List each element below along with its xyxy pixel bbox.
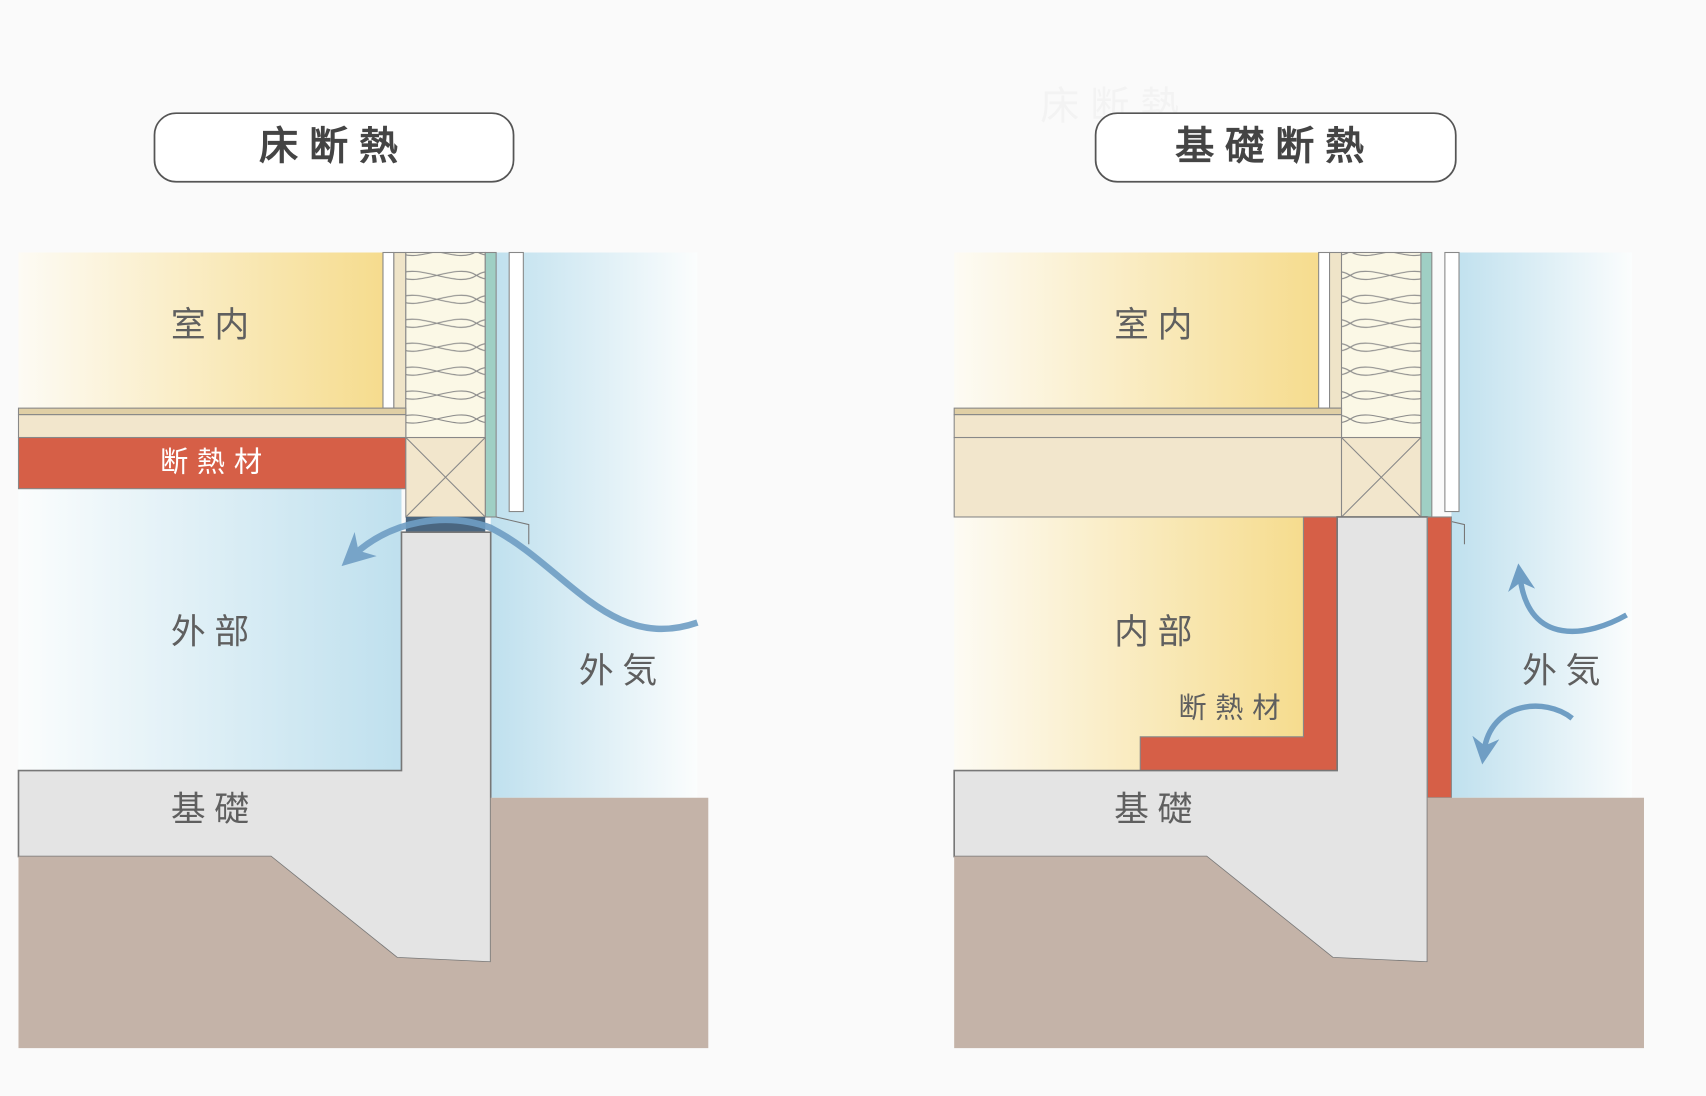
airflow-arrow-icon [341,516,699,632]
indoor-label: 室内 [1114,306,1201,346]
foundation [17,531,492,963]
airflow-arrow-icon [1472,703,1574,765]
sill-beam [405,436,486,518]
panel-title: 基礎断熱 [1175,125,1375,170]
panel-title: 床断熱 [259,125,409,170]
title-box [153,112,515,183]
siding [1444,251,1460,513]
airflow-arrow-icon [1508,563,1628,635]
underfloor-area [18,488,402,771]
floor-insulation [17,436,407,490]
outside-air-area [490,252,698,798]
ground [954,797,1644,1049]
outer-foundation-insulation [1426,516,1452,799]
foundation-label: 基礎 [1114,790,1201,830]
indoor-label: 室内 [171,306,258,346]
outside-air-area [1451,252,1633,798]
indoor-area [954,252,1319,409]
outside-air-label: 外気 [1522,652,1609,692]
wall-insulation [1340,251,1422,439]
underfloor-label: 外部 [171,612,258,652]
outside-air-label: 外気 [579,652,666,692]
underfloor-area [954,516,1304,771]
insulation-label: 断熱材 [160,446,271,479]
wall-insulation [405,251,486,439]
foundation-insulation-panel: 基礎断熱 室内 内部 断熱材 外気 基礎 [953,112,1644,1049]
insulation-label: 断熱材 [1178,692,1289,725]
ground [18,797,709,1049]
siding [508,251,524,513]
title-box [1094,112,1457,183]
sill-beam [1340,436,1422,518]
underfloor-label: 内部 [1114,612,1201,652]
floor-insulation-panel: 床断熱 室内 断熱材 外部 外気 基礎 [17,112,709,1049]
indoor-area [18,252,383,409]
foundation-label: 基礎 [171,790,258,830]
